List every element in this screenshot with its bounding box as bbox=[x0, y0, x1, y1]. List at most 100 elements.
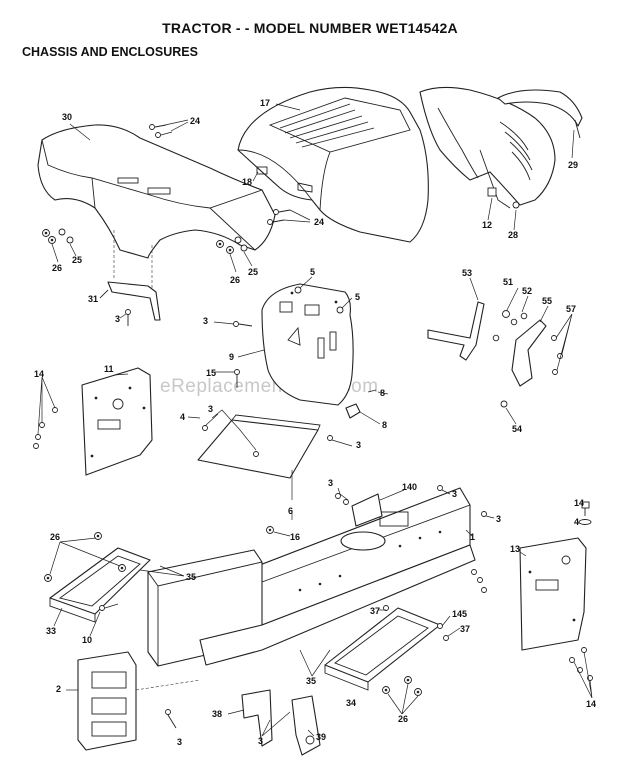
nut-group-middle bbox=[216, 236, 253, 273]
callout-labels: 30 24 17 29 18 12 28 24 26 25 26 25 5 5 … bbox=[34, 98, 596, 747]
callout-33: 33 bbox=[46, 626, 56, 636]
callout-140: 140 bbox=[402, 482, 417, 492]
bolt-group-24-top bbox=[149, 119, 189, 138]
nuts-26-left bbox=[44, 532, 126, 582]
callout-15: 15 bbox=[206, 368, 216, 378]
frame-side-plate bbox=[199, 544, 476, 666]
callout-3i: 3 bbox=[177, 737, 182, 747]
grille-housing bbox=[419, 86, 556, 209]
callout-3c: 3 bbox=[208, 404, 213, 414]
callout-2: 2 bbox=[56, 684, 61, 694]
left-side-panel bbox=[81, 367, 153, 476]
callout-14c: 14 bbox=[586, 699, 596, 709]
callout-1: 1 bbox=[470, 532, 475, 542]
callout-4b: 4 bbox=[574, 517, 579, 527]
callout-16: 16 bbox=[290, 532, 300, 542]
callout-3g: 3 bbox=[496, 514, 501, 524]
bolt-3-front bbox=[165, 709, 177, 729]
page-title: TRACTOR - - MODEL NUMBER WET14542A bbox=[162, 20, 458, 36]
callout-37a: 37 bbox=[370, 606, 380, 616]
callout-3d: 3 bbox=[356, 440, 361, 450]
callout-38: 38 bbox=[212, 709, 222, 719]
callout-26c: 26 bbox=[50, 532, 60, 542]
callout-39: 39 bbox=[316, 732, 326, 742]
bracket-53 bbox=[427, 301, 485, 361]
bolt-group-24-right bbox=[267, 209, 311, 225]
front-plate bbox=[77, 651, 137, 751]
callout-18: 18 bbox=[242, 177, 252, 187]
callout-34: 34 bbox=[346, 698, 356, 708]
bolts-14-right bbox=[569, 647, 593, 699]
callout-17: 17 bbox=[260, 98, 270, 108]
callout-53: 53 bbox=[462, 268, 472, 278]
right-side-panel bbox=[519, 537, 587, 651]
callout-25: 25 bbox=[72, 255, 82, 265]
section-subtitle: CHASSIS AND ENCLOSURES bbox=[22, 45, 198, 59]
bolt-3-dash bbox=[233, 321, 253, 327]
bracket-55 bbox=[511, 319, 547, 387]
callout-35b: 35 bbox=[306, 676, 316, 686]
callout-24: 24 bbox=[190, 116, 200, 126]
nut-16 bbox=[266, 526, 274, 534]
callout-30: 30 bbox=[62, 112, 72, 122]
bolt-54 bbox=[500, 400, 517, 425]
callout-13: 13 bbox=[510, 544, 520, 554]
callout-26b: 26 bbox=[230, 275, 240, 285]
callout-35a: 35 bbox=[186, 572, 196, 582]
bracket-39 bbox=[291, 695, 321, 756]
callout-29: 29 bbox=[568, 160, 578, 170]
callout-24b: 24 bbox=[314, 217, 324, 227]
hood bbox=[237, 86, 429, 243]
hood-trim bbox=[497, 89, 583, 139]
callout-28: 28 bbox=[508, 230, 518, 240]
callout-55: 55 bbox=[542, 296, 552, 306]
bracket-38 bbox=[241, 689, 273, 747]
callout-10: 10 bbox=[82, 635, 92, 645]
callout-145: 145 bbox=[452, 609, 467, 619]
callout-11: 11 bbox=[104, 364, 114, 374]
callout-51: 51 bbox=[503, 277, 513, 287]
right-footrest bbox=[324, 607, 441, 691]
bolts-5 bbox=[294, 276, 353, 314]
bolt-10 bbox=[99, 603, 119, 611]
callout-26d: 26 bbox=[398, 714, 408, 724]
nut-group-left bbox=[42, 228, 77, 263]
nuts-26-right bbox=[382, 676, 422, 696]
screw-15 bbox=[234, 369, 240, 388]
dash-tray bbox=[197, 414, 321, 500]
callout-31: 31 bbox=[88, 294, 98, 304]
callout-37b: 37 bbox=[460, 624, 470, 634]
callout-3h: 3 bbox=[258, 736, 263, 746]
callout-57: 57 bbox=[566, 304, 576, 314]
leader-lines bbox=[49, 103, 575, 737]
tray-bolts bbox=[202, 409, 333, 457]
bolts-14-left bbox=[33, 376, 58, 449]
callout-3a: 3 bbox=[115, 314, 120, 324]
left-footrest bbox=[49, 547, 151, 623]
callout-3b: 3 bbox=[203, 316, 208, 326]
callout-3f: 3 bbox=[452, 489, 457, 499]
callout-3e: 3 bbox=[328, 478, 333, 488]
callout-8b: 8 bbox=[382, 420, 387, 430]
callout-52: 52 bbox=[522, 286, 532, 296]
fender-bracket bbox=[99, 281, 161, 326]
callout-4a: 4 bbox=[180, 412, 185, 422]
callout-6: 6 bbox=[288, 506, 293, 516]
callout-5a: 5 bbox=[310, 267, 315, 277]
callout-26: 26 bbox=[52, 263, 62, 273]
callout-9: 9 bbox=[229, 352, 234, 362]
callout-14b: 14 bbox=[574, 498, 584, 508]
callout-25b: 25 bbox=[248, 267, 258, 277]
small-hardware-51-52 bbox=[492, 287, 563, 375]
rear-fender bbox=[37, 124, 276, 259]
dash-panel bbox=[261, 283, 354, 406]
callout-12: 12 bbox=[482, 220, 492, 230]
callout-54: 54 bbox=[512, 424, 522, 434]
bracket-140 bbox=[351, 493, 383, 527]
bolt-14-washer-4 bbox=[578, 501, 592, 525]
frame-bolts bbox=[335, 485, 487, 593]
bolts-37 bbox=[383, 605, 449, 641]
callout-14a: 14 bbox=[34, 369, 44, 379]
callout-5b: 5 bbox=[355, 292, 360, 302]
